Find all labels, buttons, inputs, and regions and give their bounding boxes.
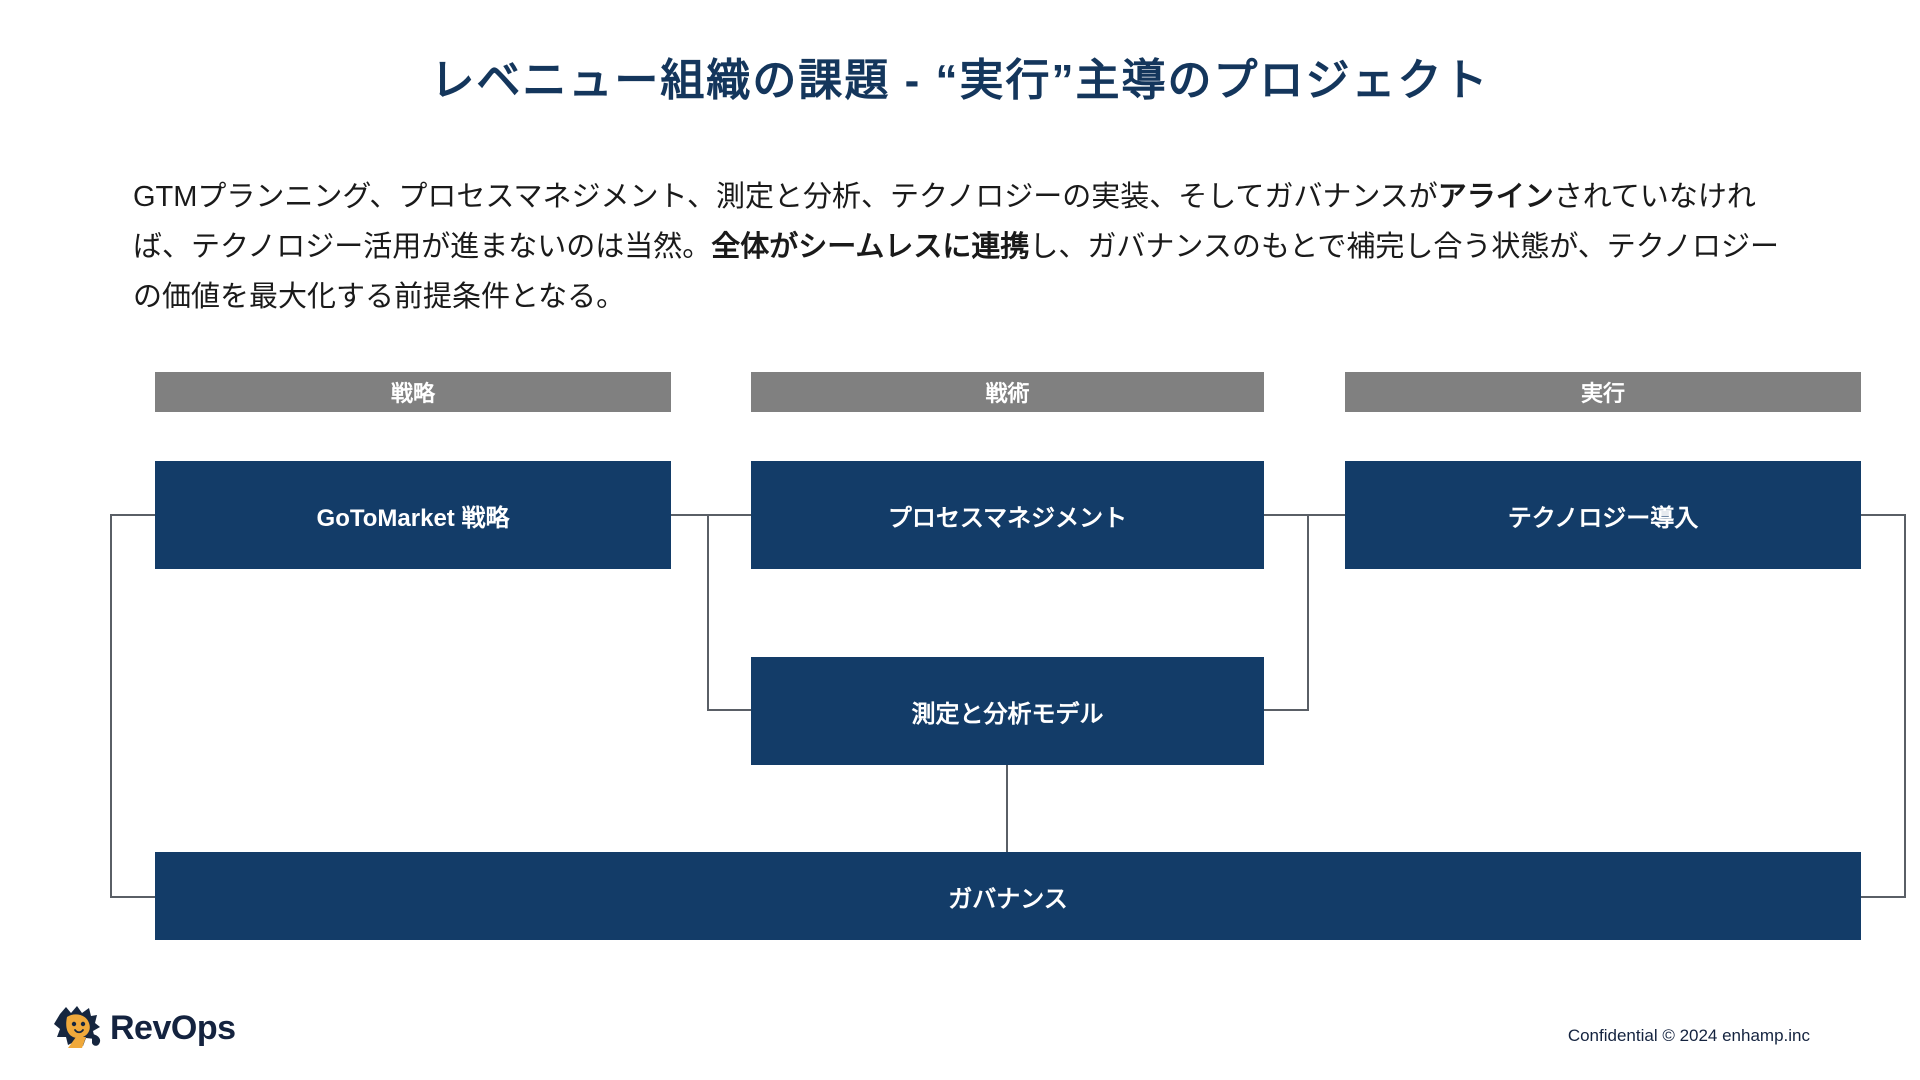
diagram-node-measurement-model[interactable]: 測定と分析モデル <box>751 657 1264 765</box>
connector-outer-left-vertical <box>110 514 112 898</box>
body-paragraph: GTMプランニング、プロセスマネジメント、測定と分析、テクノロジーの実装、そして… <box>133 172 1793 322</box>
diagram-node-governance[interactable]: ガバナンス <box>155 852 1861 940</box>
connector-right-riser-horizontal <box>1261 709 1309 711</box>
connector-outer-left-top <box>110 514 158 516</box>
body-segment-4-bold: 全体がシームレスに連携 <box>711 231 1030 263</box>
diagram-header-execution: 実行 <box>1345 372 1861 412</box>
connector-left-riser-vertical <box>707 514 709 710</box>
diagram-node-technology-adoption[interactable]: テクノロジー導入 <box>1345 461 1861 569</box>
body-segment-5: し、ガバナンスのもとで補完し合う状態が、テクノロジーの価値を最大化する前提条件と… <box>133 231 1780 313</box>
connector-right-riser-vertical <box>1307 514 1309 710</box>
connector-outer-right-bottom <box>1858 896 1906 898</box>
connector-outer-right-vertical <box>1904 514 1906 898</box>
connector-left-riser-horizontal <box>707 709 754 711</box>
connector-gtm-to-process <box>668 514 754 516</box>
connector-measurement-to-governance <box>1006 764 1008 896</box>
confidential-notice: Confidential © 2024 enhamp.inc <box>1567 1026 1810 1045</box>
operating-model-diagram: 戦略 戦術 実行 GoToMarket 戦略 プロセスマネジメント テクノロジー… <box>0 372 1920 942</box>
body-segment-2-bold: アライン <box>1437 181 1554 213</box>
diagram-node-process-management[interactable]: プロセスマネジメント <box>751 461 1264 569</box>
diagram-header-strategy: 戦略 <box>155 372 671 412</box>
lion-head-icon <box>54 1006 101 1048</box>
diagram-header-tactics: 戦術 <box>751 372 1264 412</box>
connector-outer-left-bottom <box>110 896 158 898</box>
body-segment-1: GTMプランニング、プロセスマネジメント、測定と分析、テクノロジーの実装、そして… <box>133 181 1438 213</box>
diagram-node-gtm-strategy[interactable]: GoToMarket 戦略 <box>155 461 671 569</box>
page-title: レベニュー組織の課題 - “実行”主導のプロジェクト <box>430 56 1490 105</box>
body-segment-3: されていなければ、テクノロジー活用が進まないのは当然。 <box>133 181 1756 263</box>
connector-process-to-technology <box>1261 514 1348 516</box>
connector-outer-right-top <box>1858 514 1906 516</box>
brand-logo-text: RevOps <box>110 1008 236 1047</box>
brand-logo: RevOps <box>52 1004 236 1052</box>
